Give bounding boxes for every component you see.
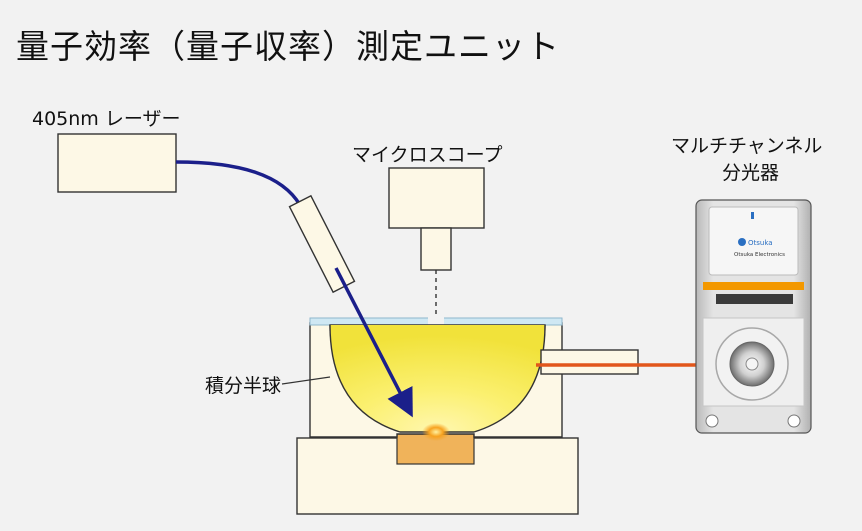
laser-fiber <box>175 160 302 206</box>
brand-name: Otsuka <box>748 239 773 247</box>
brand-logo-icon <box>738 238 746 246</box>
hemisphere-leader <box>281 376 331 385</box>
microscope-label: マイクロスコープ <box>352 144 503 166</box>
spectrometer-label-line2: 分光器 <box>722 162 780 184</box>
excitation-beam <box>334 267 413 418</box>
spectrometer-label-line1: マルチチャンネル <box>671 135 823 157</box>
fiber-holder <box>288 194 356 294</box>
device-foot-left <box>705 414 719 428</box>
device-foot-right <box>787 414 801 428</box>
spectrometer-device: Otsuka Otsuka Electronics <box>695 199 812 434</box>
output-port <box>540 349 639 375</box>
device-slot <box>716 294 793 304</box>
hemisphere-label: 積分半球 <box>205 375 282 397</box>
laser-box <box>57 133 177 193</box>
laser-label: 405nm レーザー <box>32 108 181 130</box>
device-accent-stripe <box>703 282 804 290</box>
microscope-lens <box>420 227 452 271</box>
microscope-body <box>388 167 485 229</box>
sample-glow <box>422 423 450 441</box>
brand-full-name: Otsuka Electronics <box>734 252 785 258</box>
page-title: 量子効率（量子収率）測定ユニット <box>16 27 560 66</box>
